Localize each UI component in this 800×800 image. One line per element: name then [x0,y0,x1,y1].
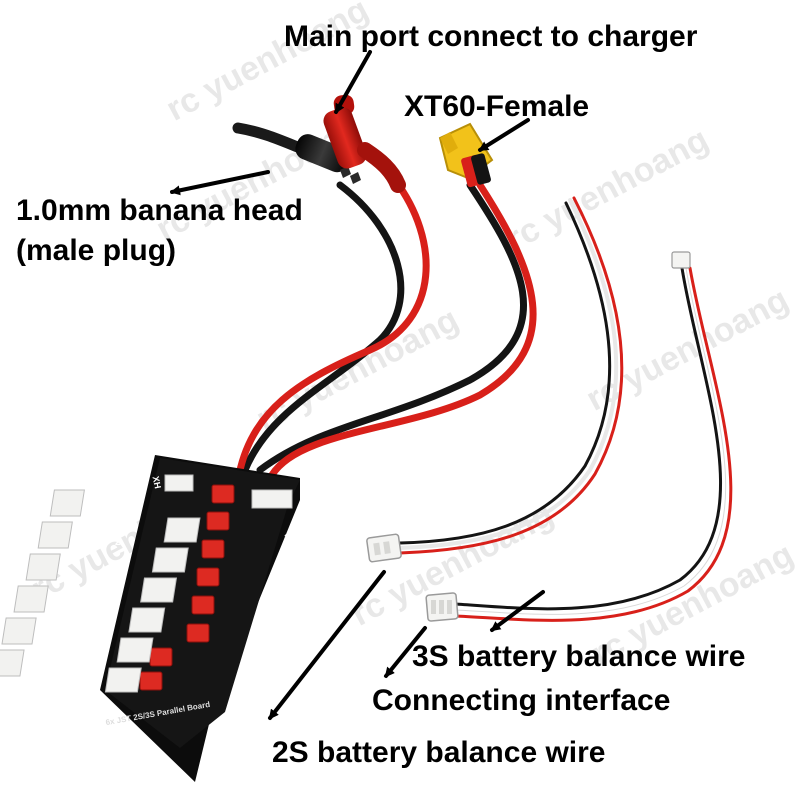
arrow-xt60 [478,118,530,152]
banana-plug-black-icon [232,122,361,184]
board-number-right: 4 [266,623,272,634]
board-number-right: 3 [272,593,278,604]
parallel-charging-board-icon [0,455,300,782]
right-connector-column [104,517,201,693]
label-connecting-interface: Connecting interface [372,684,671,717]
wire-end-cap [671,251,691,269]
board-number-left: 2 [115,537,121,548]
board-number-right: 6 [254,683,260,694]
board-tag-right: XH [293,512,306,527]
banana-plug-red-icon [323,94,406,193]
arrow-main-port [334,50,372,114]
arrow-banana [170,170,270,196]
top-balance-port [251,489,293,509]
banana-black-wire [241,181,405,474]
annotation-arrows [170,50,545,720]
balance-wire-3s [452,265,733,622]
arrow-2s-balance [268,570,386,720]
xt60-black-wire [256,181,527,474]
banana-red-wire [234,176,430,484]
label-xt60-female: XT60-Female [404,90,590,123]
label-3s-balance-wire: 3S battery balance wire [412,640,746,673]
xt60-red-wire [268,181,537,479]
board-number-left: 6 [87,665,93,676]
label-banana-head: 1.0mm banana head [16,194,303,227]
balance-wire-2s [398,196,624,555]
board-number-left: 3 [108,569,114,580]
jst-connector-2s-icon [366,533,402,563]
arrow-connecting-interface [384,626,427,678]
board-number-left: 5 [94,633,100,644]
label-banana-male-plug: (male plug) [16,234,177,267]
top-balance-port [164,474,194,492]
board-number-right: 5 [260,653,266,664]
xt60-female-connector-icon [438,122,494,188]
jst-connector-3s-icon [425,592,459,622]
board-number-left: 1 [122,505,128,516]
label-main-port: Main port connect to charger [284,20,698,53]
left-connector-column [0,489,85,677]
board-number-right: 1 [284,533,290,544]
red-contact-column [139,484,235,691]
board-tag-left: XH [150,475,163,490]
arrow-3s-balance [490,590,545,632]
board-number-left: 4 [101,601,107,612]
label-2s-balance-wire: 2S battery balance wire [272,736,606,769]
board-number-right: 2 [278,563,284,574]
